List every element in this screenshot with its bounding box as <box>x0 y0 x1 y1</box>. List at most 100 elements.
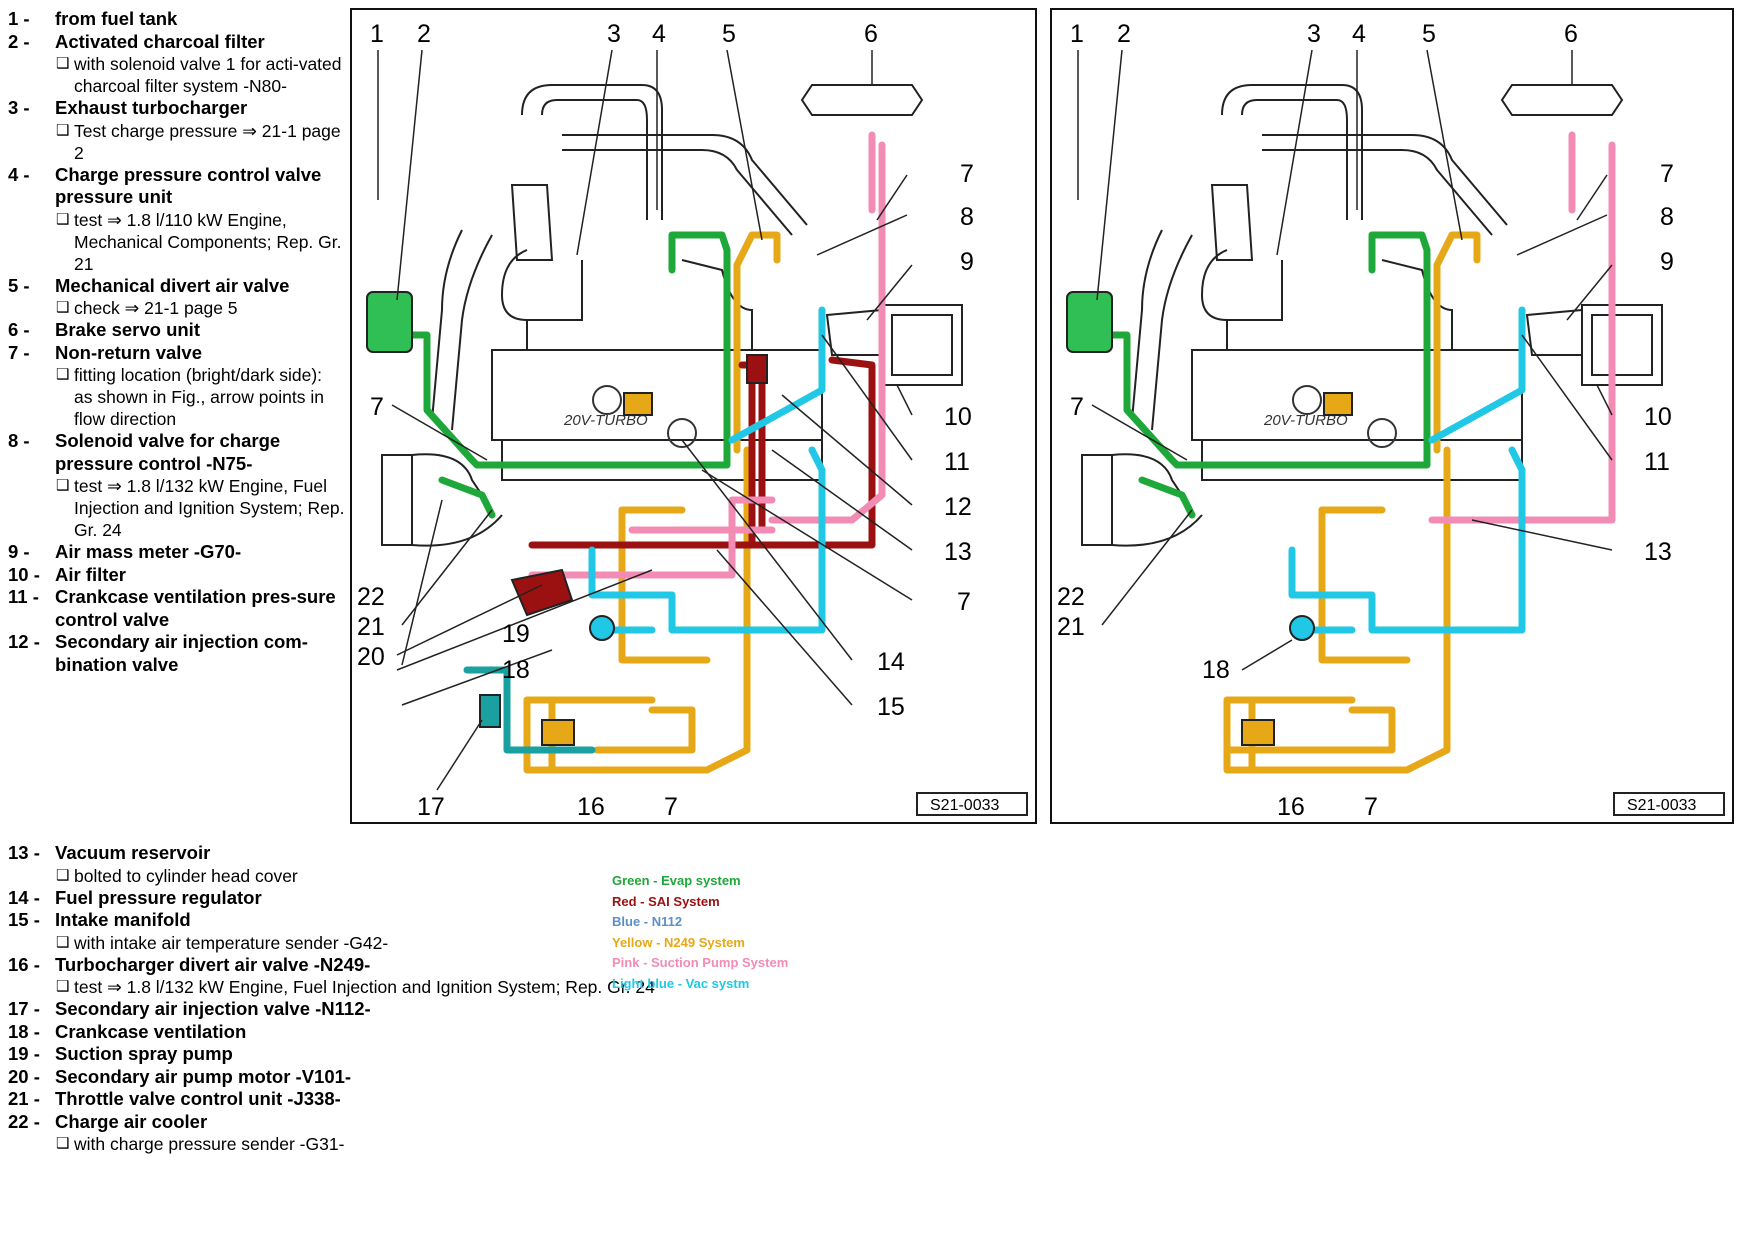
legend-item: 21 - Throttle valve control unit -J338- <box>8 1088 768 1111</box>
crankcase-vent-shape <box>1289 615 1315 641</box>
legend-note-text: fitting location (bright/dark side): <box>74 365 323 385</box>
label-12: 12 <box>944 493 972 521</box>
vacuum-reservoir-symbol <box>667 418 697 448</box>
label-6: 6 <box>1564 20 1578 48</box>
checkbox-bullet-icon: ❑ <box>56 866 70 884</box>
label-5: 5 <box>1422 20 1436 48</box>
legend-item-label: from fuel tank <box>55 8 178 29</box>
checkbox-bullet-icon: ❑ <box>56 933 70 951</box>
legend-item: 1 -from fuel tank <box>8 8 348 31</box>
legend-item: 12 -Secondary air injection com-bination… <box>8 631 348 676</box>
label-20: 20 <box>357 643 385 671</box>
legend-item-label: Secondary air injection valve -N112- <box>55 998 371 1019</box>
legend-item-label: Turbocharger divert air valve -N249- <box>55 953 371 975</box>
fuel-regulator-shape <box>1323 392 1353 416</box>
checkbox-bullet-icon: ❑ <box>56 366 70 383</box>
legend-item-number: 4 - <box>8 163 30 185</box>
label-7-bottom: 7 <box>664 793 678 821</box>
sai-combination-valve-shape <box>746 354 768 384</box>
color-key-entry: Green - Evap system <box>612 873 741 888</box>
label-7-left: 7 <box>370 393 384 421</box>
divert-valve-shape <box>541 719 575 746</box>
legend-item-label: Exhaust turbocharger <box>55 97 248 118</box>
legend-item-number: 20 - <box>8 1065 40 1087</box>
label-2: 2 <box>1117 20 1131 48</box>
label-4: 4 <box>652 20 666 48</box>
label-2: 2 <box>417 20 431 48</box>
label-18: 18 <box>1202 656 1230 684</box>
legend-item-label: Charge air cooler <box>55 1110 208 1132</box>
legend-note-text: with solenoid valve 1 for acti-vated cha… <box>74 54 342 96</box>
legend-item: 22 -Charge air cooler <box>8 1111 768 1134</box>
legend-item: 10 - Air filter <box>8 564 348 587</box>
label-22: 22 <box>1057 583 1085 611</box>
label-7-top: 7 <box>960 160 974 188</box>
legend-note-text: test ⇒ 1.8 l/110 kW Engine, Mechanical C… <box>74 209 342 274</box>
checkbox-bullet-icon: ❑ <box>56 121 70 139</box>
label-17: 17 <box>417 793 445 821</box>
legend-item: 7 -Non-return valve <box>8 342 348 365</box>
figure-code-box: S21-0033 <box>1613 792 1725 816</box>
legend-item-label: Secondary air pump motor -V101- <box>55 1065 352 1087</box>
label-6: 6 <box>864 20 878 48</box>
legend-item-number: 6 - <box>8 319 30 340</box>
vacuum-reservoir-symbol <box>1367 418 1397 448</box>
label-7-right: 7 <box>957 588 971 616</box>
legend-item-label: Non-return valve <box>55 341 203 363</box>
legend-note: as shown in Fig., arrow points in flow d… <box>8 386 348 430</box>
color-key-entry: Pink - Suction Pump System <box>612 955 789 970</box>
color-key-entry: Red - SAI System <box>612 893 720 909</box>
legend-item: 4 -Charge pressure control valve pressur… <box>8 164 348 209</box>
legend-item-number: 5 - <box>8 274 30 296</box>
leader-lines <box>377 49 913 791</box>
legend-item: 3 -Exhaust turbocharger <box>8 97 348 120</box>
checkbox-bullet-icon: ❑ <box>56 477 70 494</box>
legend-item-number: 15 - <box>8 909 40 930</box>
label-7-left: 7 <box>1070 393 1084 421</box>
legend-note: ❑test ⇒ 1.8 l/110 kW Engine, Mechanical … <box>8 209 348 275</box>
legend-item-label: Mechanical divert air valve <box>55 274 290 296</box>
label-18: 18 <box>502 656 530 684</box>
legend-item-number: 11 - <box>8 586 39 607</box>
legend-item-label: Secondary air injection com-bination val… <box>55 631 308 675</box>
legend-item-number: 17 - <box>8 998 40 1019</box>
legend-item-number: 10 - <box>8 563 40 585</box>
legend-note: ❑fitting location (bright/dark side): <box>8 364 348 386</box>
legend-item-label: Air filter <box>55 563 126 585</box>
legend-note: ❑test ⇒ 1.8 l/132 kW Engine, Fuel Inject… <box>8 976 768 998</box>
label-5: 5 <box>722 20 736 48</box>
legend-item-label: Throttle valve control unit -J338- <box>55 1088 341 1109</box>
legend-item-number: 21 - <box>8 1088 40 1109</box>
legend-item-label: Vacuum reservoir <box>55 842 211 863</box>
figure-code: S21-0033 <box>1627 797 1696 814</box>
label-8: 8 <box>960 203 974 231</box>
engine-cover-text: 20V-TURBO <box>1263 412 1348 429</box>
label-16: 16 <box>577 793 605 821</box>
leader-lines <box>1077 49 1613 671</box>
legend-item: 11 -Crankcase ventilation pres-sure cont… <box>8 586 348 631</box>
label-21: 21 <box>1057 613 1085 641</box>
label-4: 4 <box>1352 20 1366 48</box>
legend-item-label: Fuel pressure regulator <box>55 886 262 908</box>
figure-code-box: S21-0033 <box>916 792 1028 816</box>
legend-item: 18 -Crankcase ventilation <box>8 1021 768 1044</box>
legend-note: ❑with charge pressure sender -G31- <box>8 1133 768 1155</box>
vacuum-diagram-right: 20V-TURBO <box>1050 8 1734 824</box>
color-key-entry: Light blue - Vac systm <box>612 975 750 991</box>
charcoal-filter-shape <box>366 291 413 353</box>
legend-note-text: as shown in Fig., arrow points in flow d… <box>74 387 324 429</box>
legend-note-text: test ⇒ 1.8 l/132 kW Engine, Fuel Injecti… <box>74 977 655 997</box>
legend-item: 8 -Solenoid valve for charge pressure co… <box>8 430 348 475</box>
checkbox-bullet-icon: ❑ <box>56 55 70 72</box>
color-key-entry: Blue - N112 <box>612 914 683 929</box>
legend-note: ❑test ⇒ 1.8 l/132 kW Engine, Fuel Inject… <box>8 475 348 541</box>
legend-item-label: Brake servo unit <box>55 319 200 340</box>
legend-note-text: with charge pressure sender -G31- <box>74 1134 345 1154</box>
engine-cover-text: 20V-TURBO <box>563 412 648 429</box>
sai-valve-shape <box>479 694 501 728</box>
label-7-bottom: 7 <box>1364 793 1378 821</box>
legend-item-label: Suction spray pump <box>55 1043 233 1064</box>
legend-note-text: bolted to cylinder head cover <box>74 865 298 886</box>
legend-item-number: 14 - <box>8 886 40 908</box>
